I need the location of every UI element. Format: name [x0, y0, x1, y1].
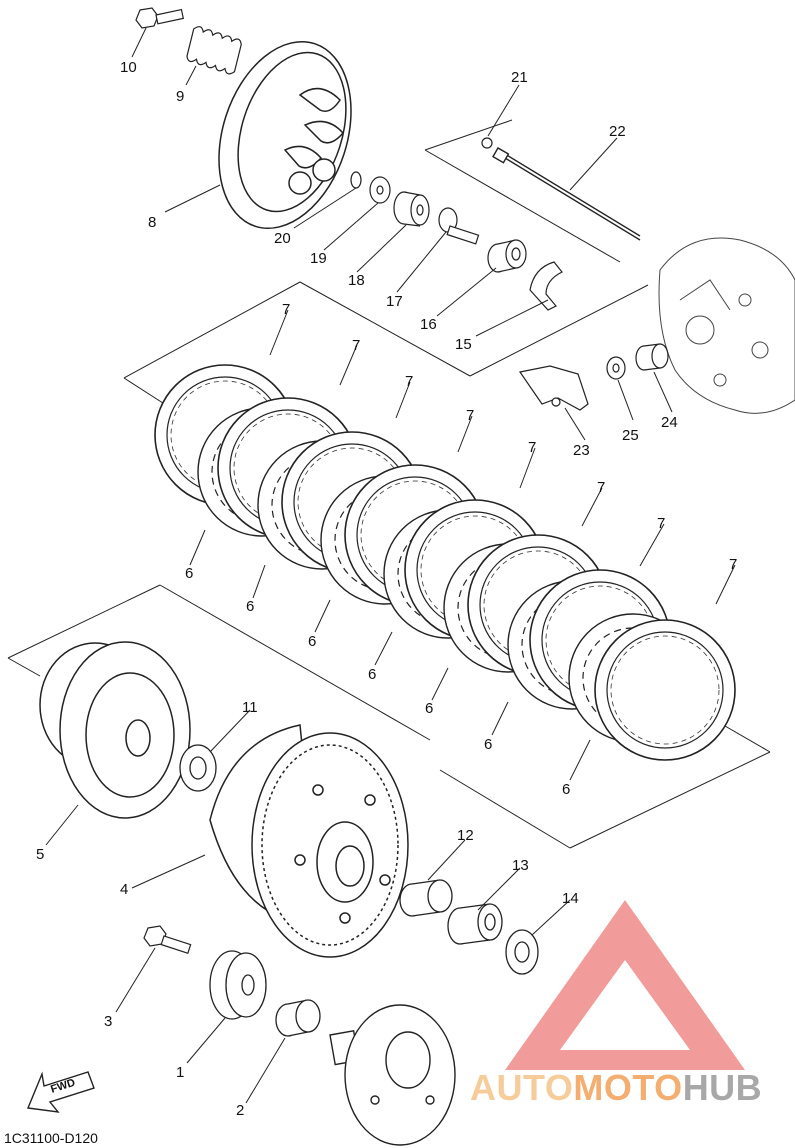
callout-21: 21: [511, 69, 528, 86]
watermark-hub: HUB: [683, 1067, 763, 1108]
clutch-boss-part-5: [39, 641, 191, 819]
bolt-part-3: [143, 925, 192, 954]
callout-7-4: 7: [466, 407, 474, 424]
callout-13: 13: [512, 857, 529, 874]
pressure-plate-part-8: [218, 40, 352, 230]
collar-part-2: [275, 999, 321, 1037]
crankcase-fragment: [658, 237, 795, 414]
callout-15: 15: [455, 336, 472, 353]
primary-gear-part-1: [209, 950, 267, 1020]
leader-lines: [45, 27, 736, 1104]
bolt-part-10: [135, 7, 185, 29]
callout-1: 1: [176, 1064, 184, 1081]
washer-part-11: [179, 744, 217, 792]
callout-7-2: 7: [352, 337, 360, 354]
fwd-direction-arrow: FWD: [27, 1071, 95, 1113]
watermark-triangle-icon: [505, 900, 745, 1070]
callout-7-5: 7: [528, 439, 536, 456]
callout-16: 16: [420, 316, 437, 333]
callout-7-7: 7: [657, 515, 665, 532]
callout-6-4: 6: [368, 666, 376, 683]
callout-6-7: 6: [562, 781, 570, 798]
callout-4: 4: [120, 881, 128, 898]
callout-18: 18: [348, 272, 365, 289]
bearing-part-18: [393, 191, 430, 227]
watermark-logo: AUTOMOTOHUB: [470, 900, 762, 1108]
callout-20: 20: [274, 230, 291, 247]
callout-22: 22: [609, 123, 626, 140]
callout-17: 17: [386, 293, 403, 310]
needle-bearing-part-13: [447, 903, 503, 945]
bushing-part-24: [635, 343, 669, 371]
callout-6-3: 6: [308, 633, 316, 650]
svg-text:AUTOMOTOHUB: AUTOMOTOHUB: [470, 1067, 762, 1108]
cam-part-15: [529, 261, 563, 311]
washer-part-14: [505, 929, 539, 975]
spring-part-9: [186, 26, 242, 75]
watermark-auto: AUTO: [470, 1067, 573, 1108]
lever-part-23: [518, 365, 589, 411]
callout-23: 23: [573, 442, 590, 459]
callout-7-6: 7: [597, 479, 605, 496]
callout-6-6: 6: [484, 736, 492, 753]
watermark-moto: MOTO: [573, 1067, 682, 1108]
push-rod-part-22: [492, 147, 641, 241]
bearing-part-16: [487, 239, 527, 273]
friction-plate-part-7: [594, 619, 736, 761]
callout-11: 11: [242, 699, 258, 716]
callout-19: 19: [310, 250, 327, 267]
callout-7-1: 7: [282, 301, 290, 318]
push-rod-part-17: [438, 207, 480, 245]
ball-part-21: [481, 137, 493, 149]
circlip-part-20: [350, 171, 362, 189]
group-outline-upper: [123, 119, 649, 406]
washer-part-19: [369, 176, 391, 204]
callout-labels: 10 9 8 20 19 18 17 16 15 21 22 23 24 25 …: [36, 59, 737, 1119]
callout-10: 10: [120, 59, 137, 76]
callout-5: 5: [36, 846, 44, 863]
callout-9: 9: [176, 88, 184, 105]
callout-12: 12: [457, 827, 474, 844]
spacer-part-12: [399, 879, 453, 917]
primary-drive-assembly: [329, 1004, 456, 1146]
diagram-code: 1C31100-D120: [4, 1130, 98, 1146]
callout-3: 3: [104, 1013, 112, 1030]
clutch-housing-part-4: [209, 724, 409, 958]
callout-7-3: 7: [405, 373, 413, 390]
washer-part-25: [606, 356, 626, 380]
callout-2: 2: [236, 1102, 244, 1119]
callout-6-5: 6: [425, 700, 433, 717]
callout-6-1: 6: [185, 565, 193, 582]
callout-7-8: 7: [729, 556, 737, 573]
callout-14: 14: [562, 890, 579, 907]
callout-6-2: 6: [246, 598, 254, 615]
callout-24: 24: [661, 414, 678, 431]
callout-25: 25: [622, 427, 639, 444]
callout-8: 8: [148, 214, 156, 231]
